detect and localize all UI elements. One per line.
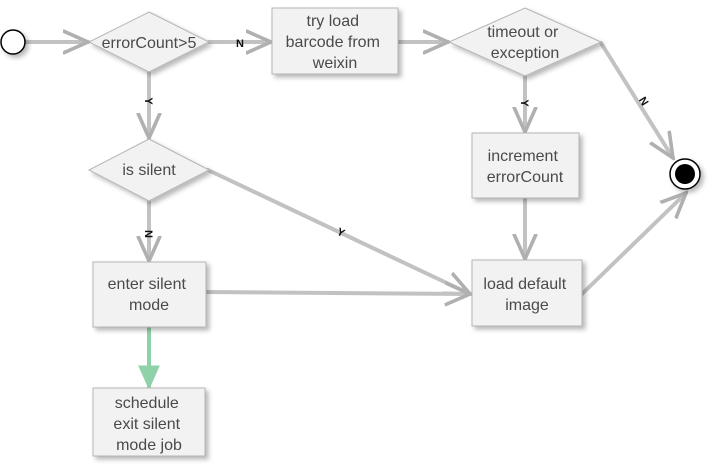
node-label-line: mode [129,297,169,314]
process-shape [471,259,583,327]
node-label-line: errorCount [487,169,564,186]
edge-label-error-count-no: N [236,38,244,50]
process-schedule: schedule exit silent mode job [92,387,206,457]
process-increment: increment errorCount [471,132,580,199]
node-label: is silent [122,162,176,179]
node-label: try load barcode from weixin [286,13,385,72]
node-label: timeout or exception [487,24,563,62]
node-label-line: schedule [115,395,179,412]
node-label-line: timeout or [487,24,559,41]
edge-label-timeout-no: N [636,95,650,108]
edge-load-default-to-end [580,193,686,296]
node-label-line: try load [307,13,359,30]
node-label: enter silent mode [108,276,191,314]
edge-timeout-no [599,41,673,158]
node-label-line: barcode from [286,34,380,51]
edge-label-error-count-yes: Y [142,97,154,105]
end-circle-core-icon [675,164,695,184]
node-label-line: weixin [312,55,357,72]
node-label-line: image [505,297,549,314]
node-label: load default image [483,276,570,314]
node-label: schedule exit silent mode job [113,395,184,454]
process-shape [271,7,399,75]
process-enter-silent: enter silent mode [92,261,207,328]
process-load-default: load default image [471,259,583,327]
process-shape [92,387,206,457]
decision-shape [447,7,603,77]
node-label-line: exit silent [113,416,180,433]
process-shape [471,132,580,199]
node-label: errorCount>5 [102,35,197,52]
edges [24,41,686,387]
decision-is-silent: is silent [87,138,211,202]
end-node [669,158,701,190]
decision-timeout: timeout or exception [447,7,603,77]
process-try-load: try load barcode from weixin [271,7,399,75]
node-label-line: errorCount>5 [102,35,197,52]
node-label-line: enter silent [108,276,187,293]
node-label-line: load default [483,276,566,293]
nodes: errorCount>5 try load barcode from weixi… [0,7,701,457]
node-label-line: exception [491,45,560,62]
node-label-line: increment [488,148,559,165]
decision-shape [87,11,211,73]
decision-shape [87,138,211,202]
node-label-line: mode job [116,437,182,454]
edge-is-silent-yes [206,168,470,296]
edge-label-timeout-yes: Y [518,99,530,107]
edge-enter-silent-to-load-default [204,292,470,294]
node-label: increment errorCount [487,148,564,186]
start-node [0,29,26,55]
node-label-line: is silent [122,162,176,179]
start-circle-icon [0,29,26,55]
edge-label-is-silent-no: N [142,230,154,238]
decision-error-count: errorCount>5 [87,11,211,73]
process-shape [92,261,207,328]
